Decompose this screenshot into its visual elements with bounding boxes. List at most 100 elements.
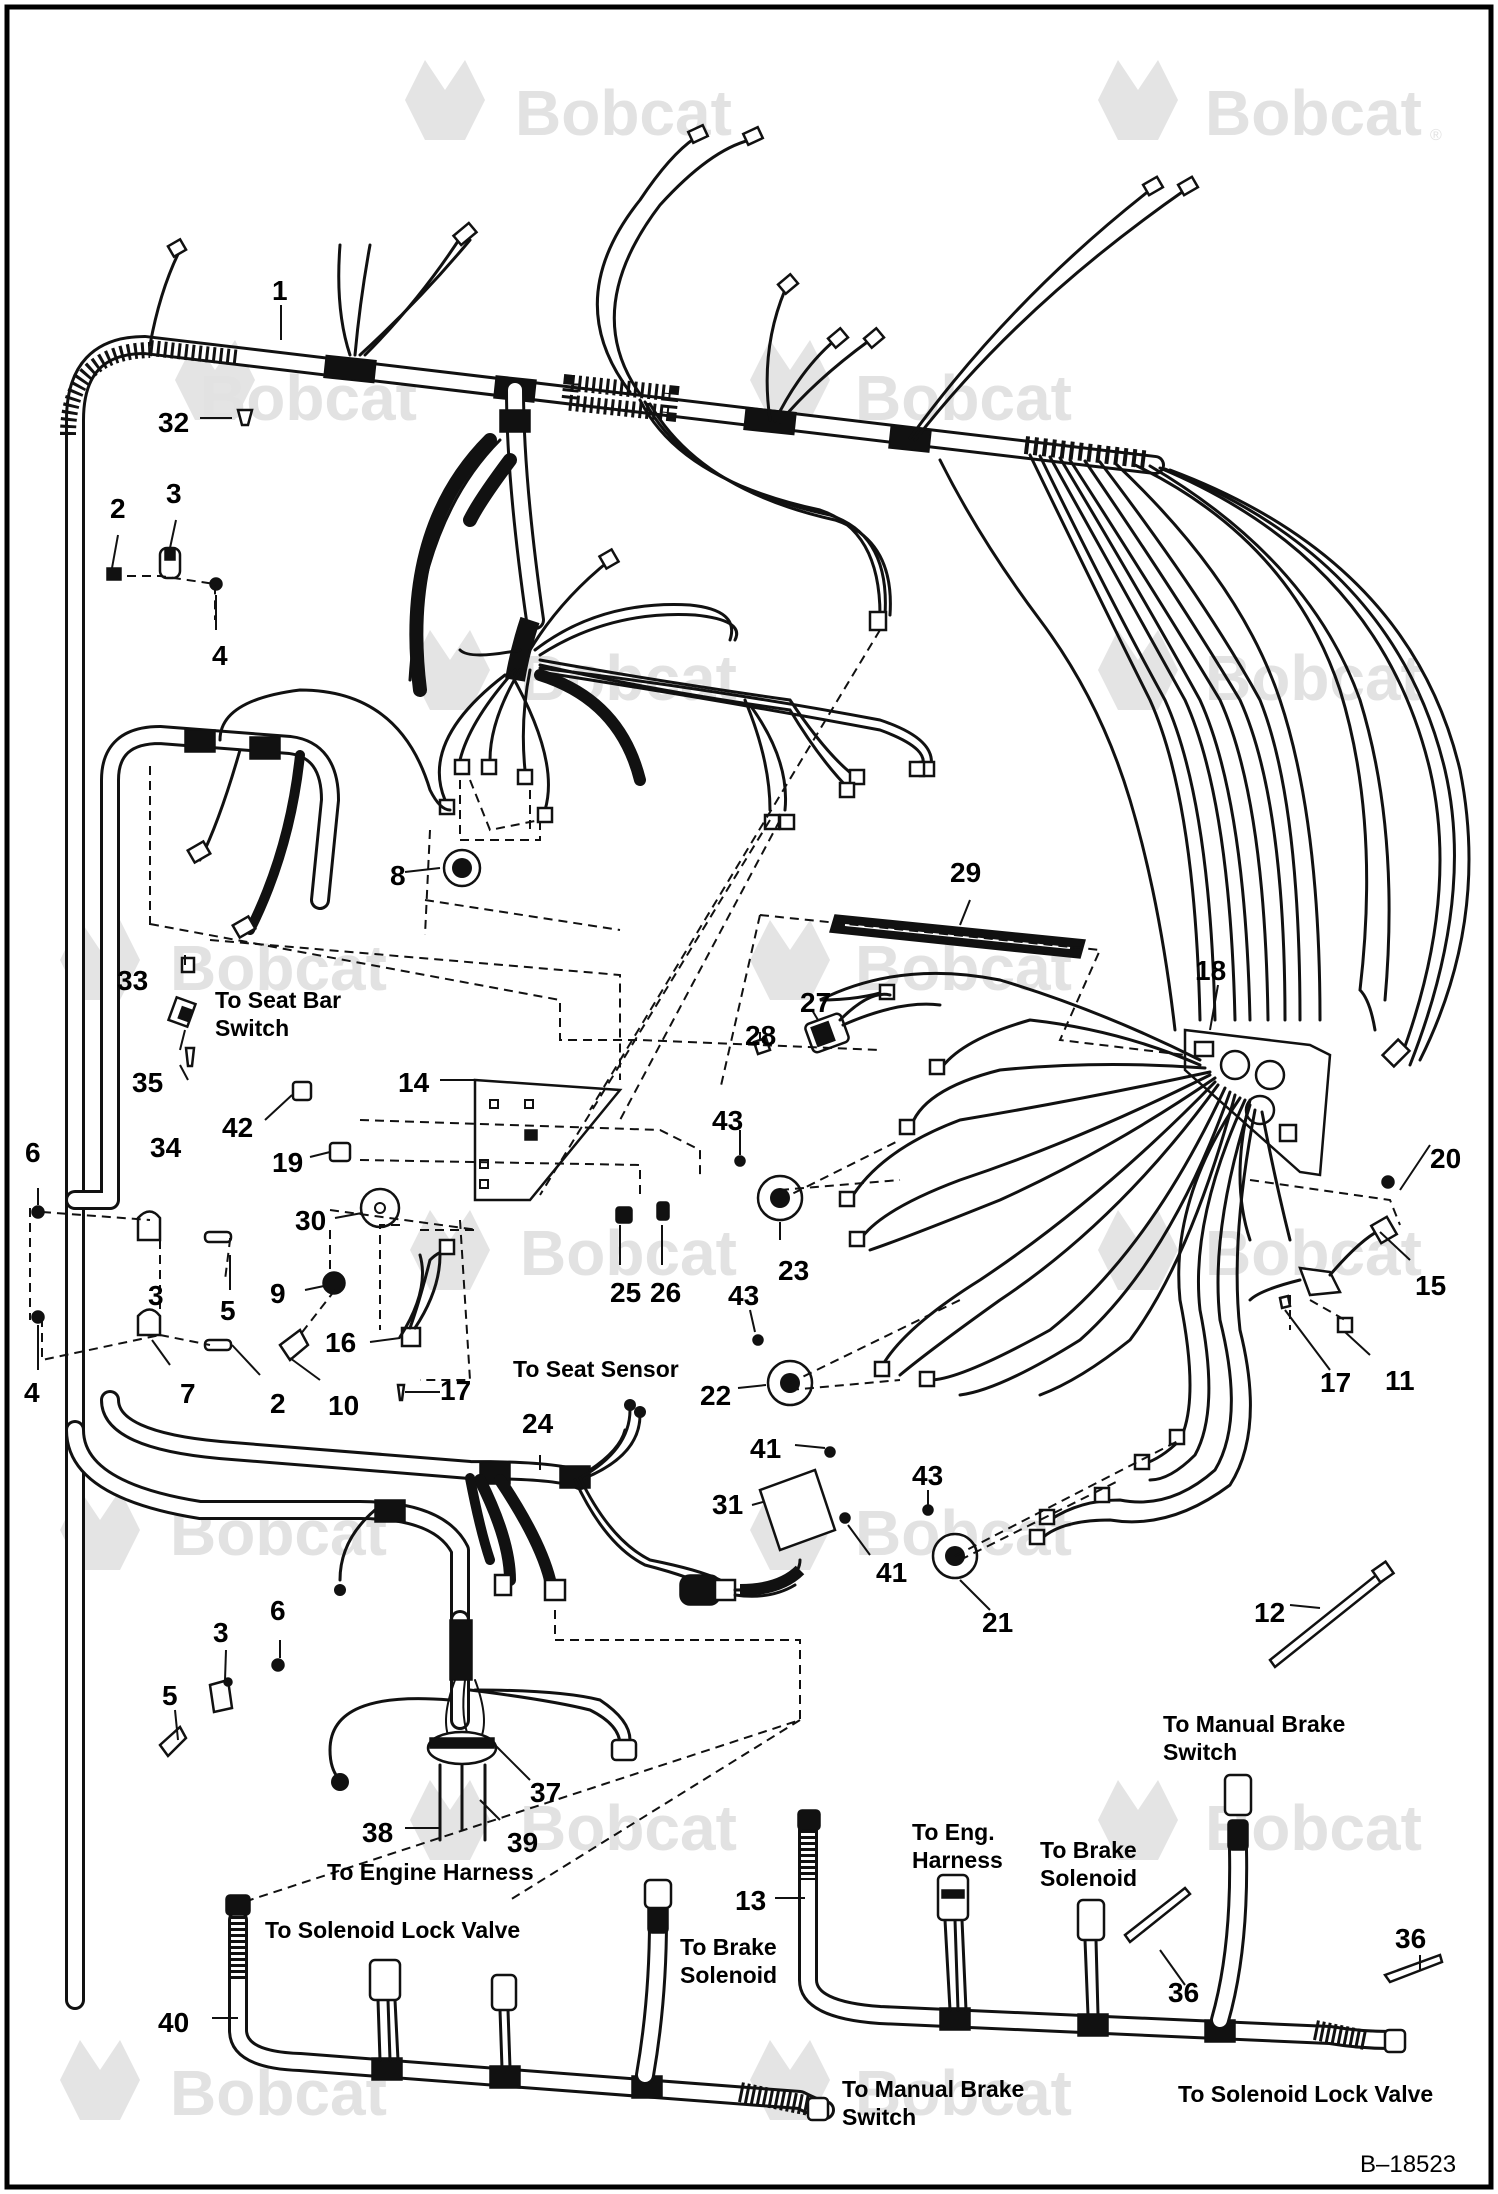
leader-lines [37, 305, 1431, 2019]
callout-28: 28 [745, 1020, 776, 1051]
callout-33: 33 [117, 965, 148, 996]
watermark-logo-icon [1098, 60, 1178, 140]
seat-bar-branch [65, 688, 452, 1210]
part-27-connector [804, 992, 942, 1054]
callout-41-bottom: 41 [876, 1557, 907, 1588]
callout-9: 9 [270, 1278, 286, 1309]
watermark-text: Bobcat [1205, 642, 1422, 714]
callout-8: 8 [390, 860, 406, 891]
center-branch [437, 547, 936, 888]
watermark-logo-icon [60, 2040, 140, 2120]
callout-16: 16 [325, 1327, 356, 1358]
watermark-logo-icon [750, 340, 830, 420]
callout-4-left: 4 [24, 1377, 40, 1408]
callout-3: 3 [166, 478, 182, 509]
callout-5-mid: 5 [220, 1295, 236, 1326]
lower-harness [65, 1390, 805, 1842]
harness-13 [797, 1773, 1444, 2054]
label-to-solenoid-lock-valve-right: To Solenoid Lock Valve [1178, 2081, 1433, 2107]
label-to-brake-solenoid-right: To Brake [1040, 1837, 1137, 1863]
watermark-text: Bobcat [855, 362, 1072, 434]
callout-43-mid: 43 [728, 1280, 759, 1311]
callout-32: 32 [158, 407, 189, 438]
label-to-manual-brake-switch-top: To Manual Brake [1163, 1711, 1345, 1737]
callout-17-left: 17 [440, 1375, 471, 1406]
callout-36-mid: 36 [1168, 1977, 1199, 2008]
svg-text:Solenoid: Solenoid [1040, 1865, 1137, 1891]
callout-42: 42 [222, 1112, 253, 1143]
svg-text:Solenoid: Solenoid [680, 1962, 777, 1988]
svg-text:®: ® [1430, 127, 1442, 144]
callout-34: 34 [150, 1132, 182, 1163]
callout-14: 14 [398, 1067, 430, 1098]
callout-24: 24 [522, 1408, 554, 1439]
svg-text:Switch: Switch [842, 2104, 916, 2130]
callout-19: 19 [272, 1147, 303, 1178]
assembly-dashed-lines [29, 575, 1401, 1901]
page-border [4, 4, 1494, 2190]
callout-40: 40 [158, 2007, 189, 2038]
callout-43-top: 43 [712, 1105, 743, 1136]
watermark-text: Bobcat [170, 932, 387, 1004]
part-29-bar [829, 914, 1086, 959]
callout-1: 1 [272, 275, 288, 306]
callout-6-lower: 6 [270, 1595, 286, 1626]
callout-5-lower: 5 [162, 1680, 178, 1711]
callout-7: 7 [180, 1378, 196, 1409]
callout-2: 2 [110, 493, 126, 524]
svg-text:Harness: Harness [912, 1847, 1003, 1873]
callout-26: 26 [650, 1277, 681, 1308]
callout-numbers: 1 32 2 3 4 8 29 18 27 28 43 14 42 19 33 … [24, 275, 1461, 2038]
watermark-logo-icon [750, 920, 830, 1000]
callout-27: 27 [800, 987, 831, 1018]
callout-30: 30 [295, 1205, 326, 1236]
svg-text:Switch: Switch [1163, 1739, 1237, 1765]
label-to-solenoid-lock-valve-left: To Solenoid Lock Valve [265, 1917, 520, 1943]
callout-35: 35 [132, 1067, 163, 1098]
callout-13: 13 [735, 1885, 766, 1916]
watermark-logo-icon [410, 630, 490, 710]
callout-41-top: 41 [750, 1433, 781, 1464]
callout-36-right: 36 [1395, 1923, 1426, 1954]
label-to-brake-solenoid-left: To Brake [680, 1934, 777, 1960]
callout-37: 37 [530, 1777, 561, 1808]
callout-6-left: 6 [25, 1137, 41, 1168]
watermark-text: Bobcat [855, 2057, 1072, 2129]
callout-3-lower: 3 [213, 1617, 229, 1648]
part-12-cable-tie [1268, 1566, 1392, 1669]
watermark-logo-icon [405, 60, 485, 140]
callout-10: 10 [328, 1390, 359, 1421]
label-to-seat-sensor: To Seat Sensor [513, 1356, 679, 1382]
harness-40 [225, 1878, 835, 2122]
part-14-bracket [473, 1078, 623, 1202]
callout-39: 39 [507, 1827, 538, 1858]
callout-25: 25 [610, 1277, 641, 1308]
callout-38: 38 [362, 1817, 393, 1848]
part-31-plate [758, 1468, 837, 1552]
main-harness [60, 123, 1200, 2010]
callout-11: 11 [1385, 1365, 1415, 1396]
plate-wires [819, 971, 1292, 1546]
callout-12: 12 [1254, 1597, 1285, 1628]
callout-31: 31 [712, 1489, 743, 1520]
callout-22: 22 [700, 1380, 731, 1411]
svg-text:Switch: Switch [215, 1015, 289, 1041]
callout-43-bottom: 43 [912, 1460, 943, 1491]
callout-2-mid: 2 [270, 1388, 286, 1419]
callout-18: 18 [1195, 955, 1226, 986]
callout-20: 20 [1430, 1143, 1461, 1174]
callout-17-right: 17 [1320, 1367, 1351, 1398]
watermark-text: Bobcat [1205, 77, 1422, 149]
watermark-logo-icon [1098, 1210, 1178, 1290]
label-to-eng-harness: To Eng. [912, 1819, 995, 1845]
callout-15: 15 [1415, 1270, 1446, 1301]
hardware [31, 408, 1399, 1758]
watermark-text: Bobcat [520, 1792, 737, 1864]
watermark-logo-icon [1098, 1780, 1178, 1860]
callout-3-mid: 3 [148, 1280, 164, 1311]
callout-23: 23 [778, 1255, 809, 1286]
callout-29: 29 [950, 857, 981, 888]
callout-4: 4 [212, 640, 228, 671]
